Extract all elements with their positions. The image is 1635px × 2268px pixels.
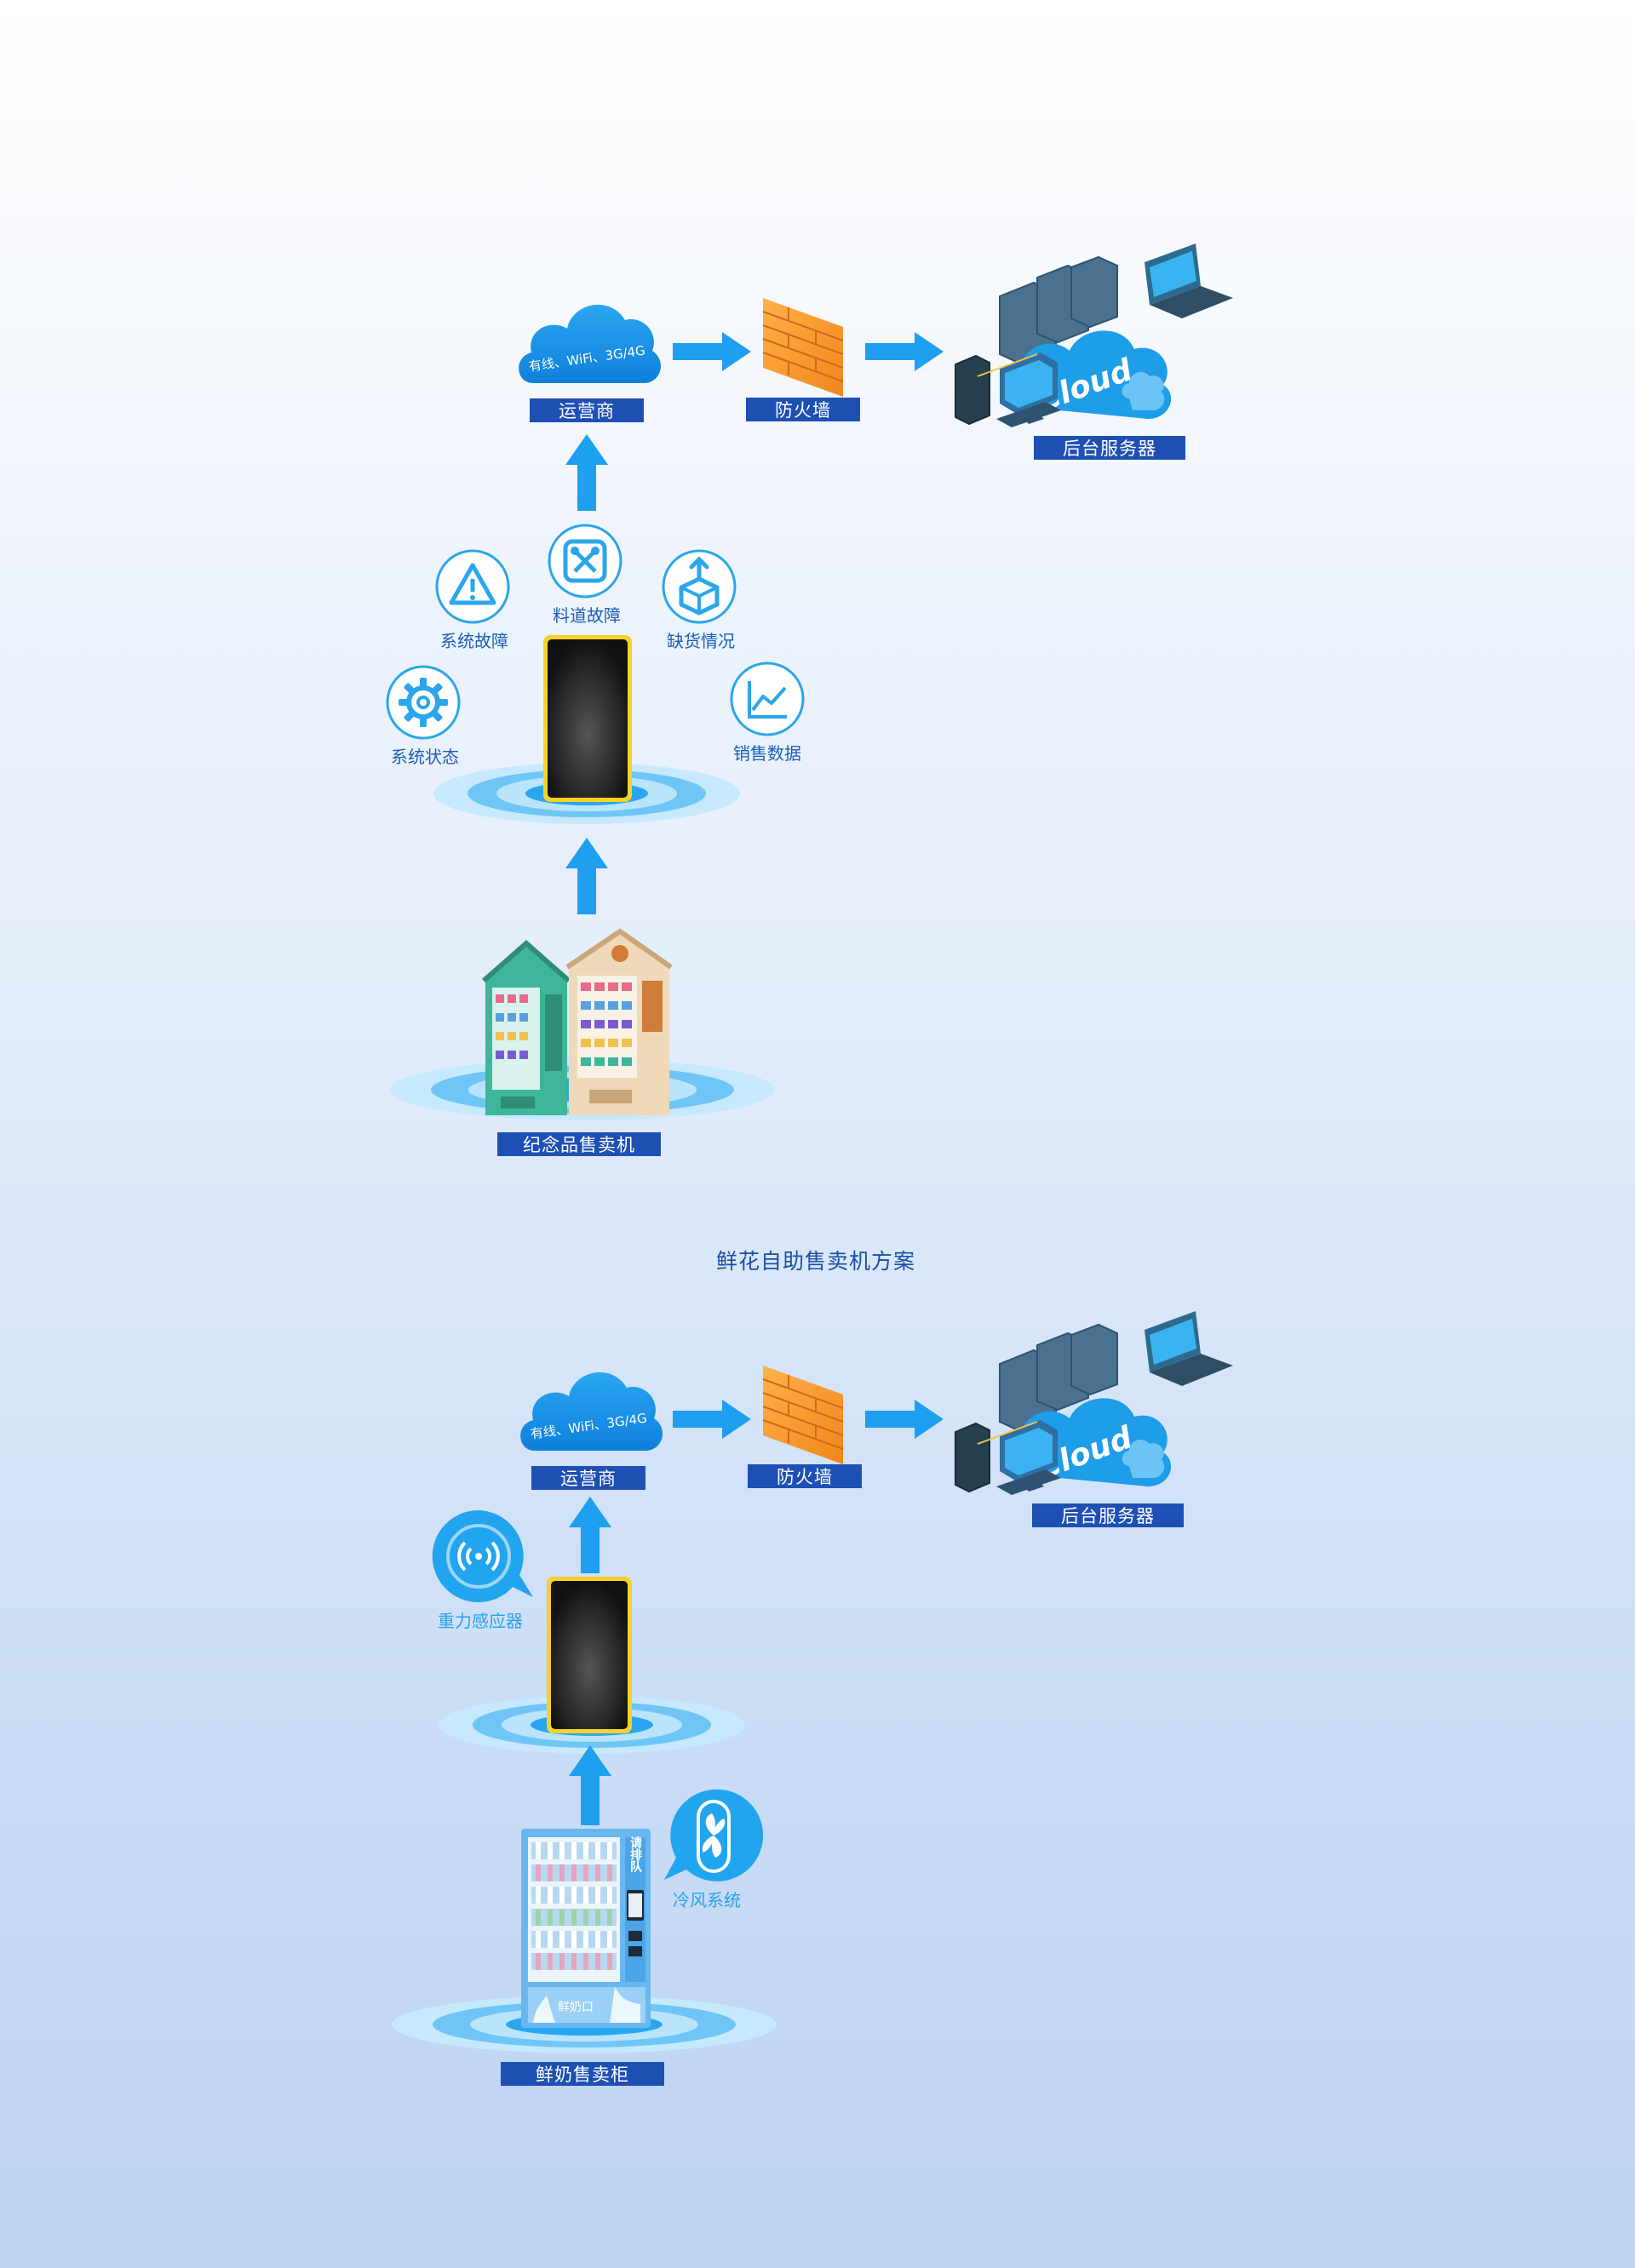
- milk-fridge-label: 鲜奶售卖柜: [501, 2062, 664, 2086]
- tablet-device: [547, 1577, 632, 1733]
- firewall-label: 防火墙: [748, 1464, 862, 1488]
- arrow-up-icon: [569, 1497, 611, 1573]
- icon-label-system-status: 系统状态: [391, 747, 459, 767]
- cloud-server-illustration: Cloud: [955, 1311, 1233, 1495]
- milk-fridge-illustration: 请排队 鲜奶口: [521, 1829, 651, 2028]
- section-2-title: 鲜花自助售卖机方案: [715, 1249, 916, 1274]
- souvenir-vending-machine-illustration: [482, 928, 673, 1115]
- firewall-icon: [762, 1366, 844, 1464]
- cloud-server-illustration: Cloud: [955, 243, 1233, 427]
- carrier-label: 运营商: [531, 1466, 645, 1490]
- arrow-right-icon: [673, 332, 751, 371]
- icon-label-sales-data: 销售数据: [733, 743, 801, 764]
- server-label: 后台服务器: [1034, 436, 1185, 460]
- cooling-fan-icon: [664, 1789, 764, 1881]
- carrier-label: 运营商: [530, 398, 644, 422]
- chart-icon: [730, 662, 805, 736]
- gravity-sensor-label: 重力感应器: [438, 1611, 523, 1631]
- firewall-label: 防火墙: [746, 398, 860, 421]
- arrow-up-icon: [569, 1745, 611, 1825]
- tablet-device: [543, 635, 632, 802]
- icon-label-system-fault: 系统故障: [440, 631, 508, 651]
- souvenir-machine-label: 纪念品售卖机: [497, 1132, 661, 1156]
- carrier-cloud-icon: 有线、WiFi、3G/4G: [520, 1372, 663, 1451]
- gravity-sensor-icon: [432, 1509, 533, 1602]
- box-icon: [662, 549, 737, 624]
- cooling-system-label: 冷风系统: [673, 1890, 741, 1910]
- arrow-right-icon: [673, 1400, 751, 1439]
- arrow-up-icon: [565, 838, 608, 914]
- tools-icon: [548, 524, 622, 598]
- gear-icon: [386, 665, 461, 740]
- icon-label-stock: 缺货情况: [667, 631, 735, 651]
- arrow-up-icon: [565, 434, 608, 511]
- icon-label-lane-fault: 料道故障: [553, 605, 621, 626]
- arrow-right-icon: [865, 332, 944, 371]
- warning-icon: [435, 549, 510, 624]
- fridge-bottom-text: 鲜奶口: [558, 2001, 594, 2014]
- firewall-icon: [762, 298, 844, 397]
- arrow-right-icon: [865, 1400, 944, 1439]
- fridge-side-text: 请排队: [628, 1836, 642, 1873]
- server-label: 后台服务器: [1032, 1503, 1184, 1527]
- carrier-cloud-icon: 有线、WiFi、3G/4G: [519, 304, 662, 383]
